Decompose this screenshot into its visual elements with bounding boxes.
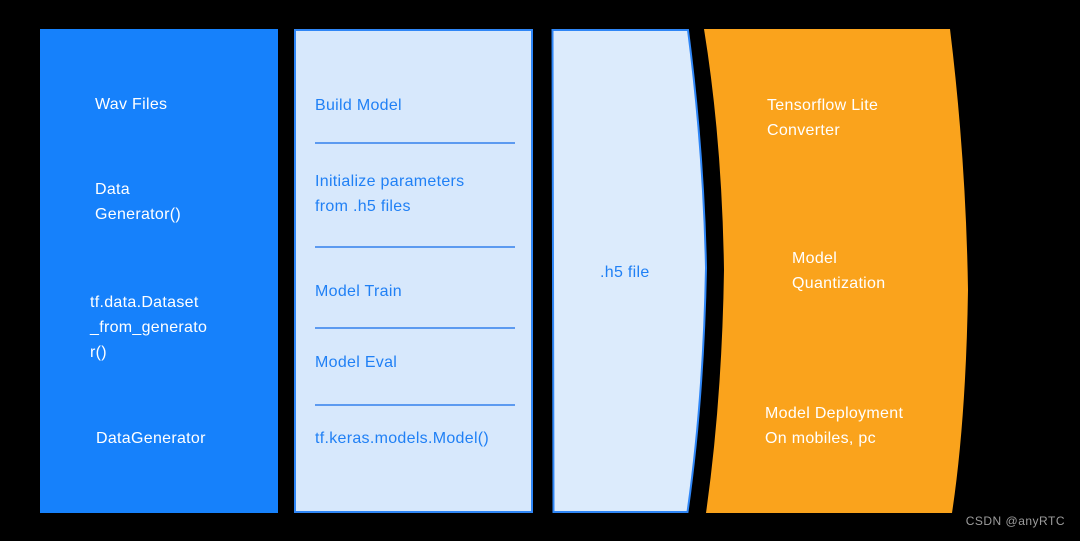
label-initialize-parameters: Initialize parameters from .h5 files — [315, 173, 465, 215]
label-h5-file: .h5 file — [600, 264, 650, 281]
label-tf-keras-models-model: tf.keras.models.Model() — [315, 430, 490, 447]
divider-line — [315, 404, 515, 406]
panel-model-build — [294, 29, 533, 513]
panel-data-pipeline — [40, 29, 278, 513]
label-model-quantization: Model Quantization — [792, 250, 886, 292]
divider-line — [315, 327, 515, 329]
label-wav-files: Wav Files — [95, 96, 168, 113]
label-tf-data-dataset-from-generator: tf.data.Dataset _from_generato r() — [90, 294, 208, 361]
label-model-eval: Model Eval — [315, 354, 398, 371]
divider-line — [315, 246, 515, 248]
divider-line — [315, 142, 515, 144]
watermark-text: CSDN @anyRTC — [965, 514, 1065, 528]
deployment-panel-shape — [704, 29, 968, 513]
label-model-train: Model Train — [315, 283, 402, 300]
label-datagenerator: DataGenerator — [96, 430, 206, 447]
label-data-generator: Data Generator() — [95, 181, 181, 223]
label-tensorflow-lite-converter: Tensorflow Lite Converter — [767, 97, 879, 139]
h5-file-panel-shape — [551, 29, 708, 513]
label-build-model: Build Model — [315, 97, 402, 114]
label-model-deployment: Model Deployment On mobiles, pc — [765, 405, 904, 447]
